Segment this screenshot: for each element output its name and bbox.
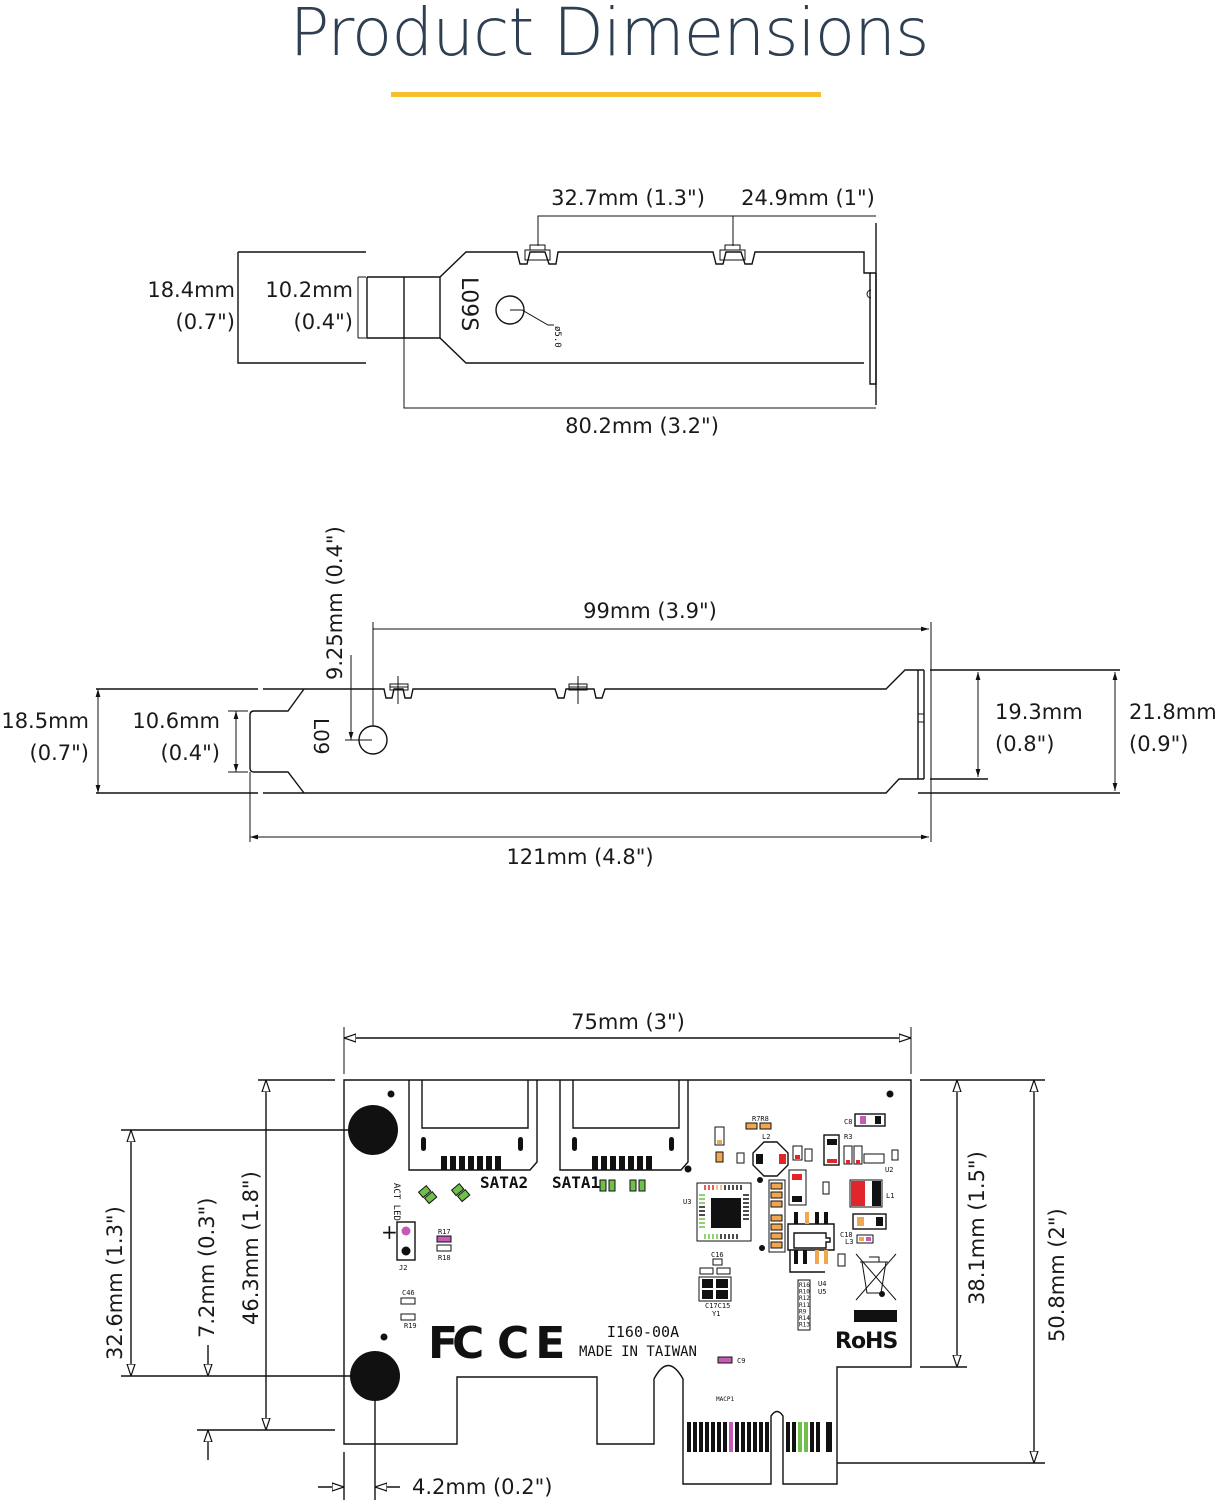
svg-text:R7R8: R7R8	[752, 1115, 769, 1123]
model-number: I160-00A	[607, 1323, 679, 1341]
weee-recycling-icon	[854, 1253, 897, 1322]
svg-text:L2: L2	[762, 1133, 770, 1141]
dim-total-height: 50.8mm (2")	[1045, 1208, 1069, 1342]
resistor-stack-label: R11	[799, 1302, 810, 1309]
mounting-hole	[495, 295, 525, 325]
svg-text:U3: U3	[683, 1198, 691, 1206]
rohs-logo: RoHS	[835, 1329, 897, 1354]
svg-text:L1: L1	[886, 1192, 894, 1200]
pcie-gold-fingers	[687, 1422, 832, 1452]
svg-text:J2: J2	[399, 1264, 407, 1272]
dim-hole-to-end: 99mm (3.9")	[583, 599, 717, 623]
hole-diameter-label: ø5.0	[552, 326, 562, 348]
dim-height-in: (0.7")	[176, 310, 235, 334]
svg-text:C16: C16	[711, 1251, 724, 1259]
sata2-connector: SATA2	[408, 1080, 538, 1192]
sata1-label: SATA1	[552, 1173, 600, 1192]
svg-text:U4: U4	[818, 1280, 826, 1288]
resistor-stack-label: R13	[799, 1322, 810, 1329]
svg-text:C9: C9	[737, 1357, 745, 1365]
dim-hole-spacing: 32.6mm (1.3")	[103, 1206, 127, 1360]
svg-text:R3: R3	[844, 1133, 852, 1141]
dim-slot-in: (0.4")	[161, 741, 220, 765]
j2-header	[396, 1221, 416, 1261]
made-in-label: MADE IN TAIWAN	[579, 1344, 697, 1360]
u3-controller-chip: U3	[683, 1182, 752, 1242]
dim-length: 80.2mm (3.2")	[565, 414, 719, 438]
svg-text:MACP1: MACP1	[716, 1396, 734, 1403]
act-led-label: ACT LED	[391, 1183, 401, 1221]
dim-board-height: 38.1mm (1.5")	[965, 1151, 989, 1305]
dim-flange-outer-mm: 21.8mm	[1129, 700, 1217, 724]
full-profile-bracket: L09 9.25mm (0.4") 99mm (3.9") 18.5mm (0.…	[1, 526, 1216, 869]
bracket-outline	[366, 251, 877, 385]
svg-text:C46: C46	[402, 1289, 415, 1297]
ce-logo: CE	[497, 1318, 571, 1369]
bracket-stamp: L09	[309, 718, 333, 755]
resistor-stack	[797, 1279, 811, 1331]
sata1-connector: SATA1	[552, 1080, 689, 1192]
y1-crystal: C16 C17C15 Y1	[698, 1251, 732, 1318]
u2-chip	[863, 1153, 885, 1164]
dim-pcb-width: 75mm (3")	[571, 1010, 685, 1034]
resistor-stack-label: R10	[799, 1289, 810, 1296]
capacitor-group	[417, 1179, 646, 1205]
plus-polarity-label: +	[381, 1220, 398, 1244]
resistor-stack-label: R12	[799, 1295, 810, 1302]
svg-text:C17C15: C17C15	[705, 1302, 730, 1310]
dim-slot-mm: 10.2mm	[265, 278, 353, 302]
dim-flange-inner-mm: 19.3mm	[995, 700, 1083, 724]
dim-slot-in: (0.4")	[294, 310, 353, 334]
resistor-stack-label: R16	[799, 1282, 810, 1289]
resistor-stack-label: R14	[799, 1315, 810, 1322]
dim-hole-offset: 9.25mm (0.4")	[323, 526, 347, 680]
dim-height-in: (0.7")	[30, 741, 89, 765]
dim-length: 121mm (4.8")	[506, 845, 653, 869]
dim-tab-spacing: 32.7mm (1.3")	[551, 186, 705, 210]
title-underline	[391, 92, 821, 97]
svg-text:R17: R17	[438, 1228, 451, 1236]
dim-tab-to-end: 24.9mm (1")	[741, 186, 875, 210]
svg-text:Y1: Y1	[712, 1310, 720, 1318]
svg-text:C18: C18	[840, 1231, 853, 1239]
svg-text:C8: C8	[844, 1118, 852, 1126]
low-profile-bracket: ø5.0 L09S 32.7mm (1.3") 24.9mm (1") 18.4…	[147, 186, 877, 438]
pcb-card: SATA2 SATA1 ACT LED + J2 R	[103, 1010, 1069, 1500]
fcc-logo: FC	[428, 1318, 482, 1369]
svg-text:R18: R18	[438, 1254, 451, 1262]
resistor-stack-label: R9	[799, 1308, 807, 1315]
bracket-stamp: L09S	[456, 277, 481, 331]
dim-slot-mm: 10.6mm	[132, 709, 220, 733]
page-title: Product Dimensions	[289, 0, 930, 71]
bracket-height-extension	[237, 251, 366, 364]
dim-height-mm: 18.5mm	[1, 709, 89, 733]
dim-hole-to-bottom: 46.3mm (1.8")	[239, 1171, 263, 1325]
dim-flange-inner-in: (0.8")	[995, 732, 1054, 756]
svg-text:U2: U2	[885, 1166, 893, 1174]
dim-height-mm: 18.4mm	[147, 278, 235, 302]
dim-bottom-offset: 7.2mm (0.3")	[195, 1198, 219, 1338]
dim-edge-offset: 4.2mm (0.2")	[412, 1475, 552, 1499]
bracket-outline	[263, 669, 918, 794]
l2-inductor	[752, 1141, 789, 1177]
svg-text:R19: R19	[404, 1322, 417, 1330]
pcb-outline	[343, 1079, 912, 1485]
dim-flange-outer-in: (0.9")	[1129, 732, 1188, 756]
sata2-label: SATA2	[480, 1173, 528, 1192]
svg-text:U5: U5	[818, 1288, 826, 1296]
svg-text:L3: L3	[845, 1238, 853, 1246]
